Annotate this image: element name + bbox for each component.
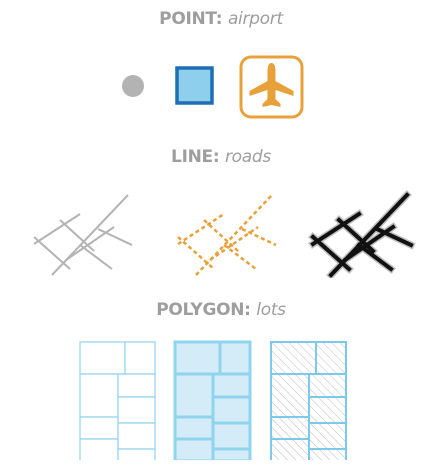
section-title-line: LINE: roads xyxy=(0,147,442,167)
square-icon xyxy=(175,66,214,105)
section-sublabel: airport xyxy=(227,9,283,29)
section-sublabel: lots xyxy=(256,300,286,320)
section-label: LINE: xyxy=(171,147,220,167)
section-label: POLYGON: xyxy=(156,300,251,320)
filled-lots xyxy=(173,340,252,460)
outline-lots xyxy=(79,341,156,460)
airplane-icon xyxy=(239,55,304,119)
point-symbols xyxy=(122,55,304,119)
circle-icon xyxy=(122,75,144,97)
black-cased-lines xyxy=(313,195,411,275)
line-styles xyxy=(33,178,442,278)
hatched-lots xyxy=(270,341,347,460)
section-title-polygon: POLYGON: lots xyxy=(0,300,442,320)
polygon-styles xyxy=(79,340,347,460)
dashed-orange-lines xyxy=(176,193,278,277)
section-sublabel: roads xyxy=(224,147,271,167)
section-label: POINT: xyxy=(159,9,223,29)
thin-gray-lines xyxy=(33,194,133,276)
section-title-point: POINT: airport xyxy=(0,9,442,29)
